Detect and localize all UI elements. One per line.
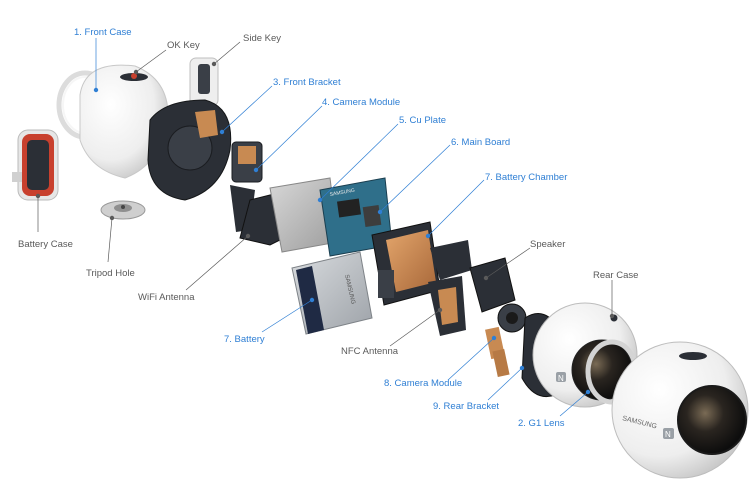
rear-case-nfc-text: N	[558, 374, 564, 383]
label-camera-module-front: 4. Camera Module	[322, 97, 401, 108]
leader-front-bracket	[221, 85, 273, 133]
dot-nfc-antenna	[437, 307, 443, 313]
label-camera-module-rear: 8. Camera Module	[384, 378, 463, 389]
dot-speaker	[483, 275, 489, 281]
leader-g1-lens	[559, 391, 589, 417]
label-rear-case: Rear Case	[593, 270, 639, 281]
leader-rear-bracket	[487, 367, 523, 401]
label-nfc-antenna: NFC Antenna	[341, 346, 399, 357]
dot-rear-case	[609, 313, 615, 319]
leader-speaker	[485, 247, 531, 279]
label-rear-bracket: 9. Rear Bracket	[433, 401, 499, 412]
label-ok-key: OK Key	[167, 40, 200, 51]
label-tripod-hole: Tripod Hole	[86, 268, 135, 279]
speaker-part	[430, 240, 527, 333]
label-main-board: 6. Main Board	[451, 137, 511, 148]
board-brand-text: SAMSUNG	[329, 188, 355, 198]
label-side-key: Side Key	[243, 33, 282, 44]
front-case-part	[56, 64, 169, 179]
leader-ok-key	[135, 49, 167, 73]
dot-wifi-antenna	[245, 233, 251, 239]
leader-nfc-antenna	[389, 309, 441, 347]
label-wifi-antenna: WiFi Antenna	[138, 292, 195, 303]
dot-main-board	[377, 209, 383, 215]
dot-rear-bracket	[519, 365, 525, 371]
label-battery-case: Battery Case	[18, 239, 73, 250]
label-speaker: Speaker	[530, 239, 566, 250]
label-front-case: 1. Front Case	[74, 27, 132, 38]
front-bracket-part	[147, 99, 232, 201]
leader-camera-module-front	[255, 105, 323, 171]
dot-cu-plate	[317, 197, 323, 203]
dot-side-key	[211, 61, 217, 67]
camera-module-front-part	[230, 141, 263, 232]
leader-lines	[35, 38, 615, 417]
dot-tripod-hole	[109, 215, 115, 221]
label-front-bracket: 3. Front Bracket	[273, 77, 341, 88]
dot-battery	[309, 297, 315, 303]
dot-front-case	[93, 87, 99, 93]
camera-module-rear-part	[485, 326, 510, 377]
dot-camera-module-front	[253, 167, 259, 173]
leader-wifi-antenna	[185, 235, 249, 291]
label-cu-plate: 5. Cu Plate	[399, 115, 446, 126]
leader-battery	[261, 299, 313, 333]
side-key-part	[189, 57, 219, 107]
battery-case-part	[12, 129, 59, 201]
label-battery: 7. Battery	[224, 334, 265, 345]
battery-chamber-part	[371, 221, 441, 306]
dot-ok-key	[133, 69, 139, 75]
dot-g1-lens	[585, 389, 591, 395]
dot-battery-case	[35, 193, 41, 199]
leader-main-board	[379, 144, 451, 213]
assembled-camera: N SAMSUNG	[611, 341, 749, 479]
camera-nfc-text: N	[665, 430, 671, 439]
nfc-antenna-part	[428, 276, 466, 336]
leader-camera-module-rear	[447, 337, 495, 381]
label-g1-lens: 2. G1 Lens	[518, 418, 565, 429]
leader-battery-chamber	[427, 179, 485, 237]
label-battery-chamber: 7. Battery Chamber	[485, 172, 568, 183]
dot-battery-chamber	[425, 233, 431, 239]
leader-cu-plate	[319, 123, 399, 201]
dot-camera-module-rear	[491, 335, 497, 341]
battery-part: SAMSUNG	[291, 251, 373, 335]
tripod-hole-part	[100, 200, 146, 220]
dot-front-bracket	[219, 129, 225, 135]
leader-tripod-hole	[107, 217, 113, 263]
leader-side-key	[213, 41, 241, 65]
